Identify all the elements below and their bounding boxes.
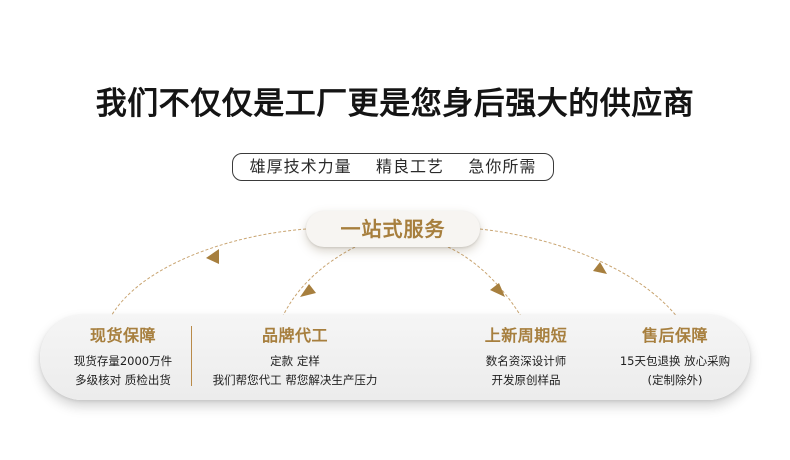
- feature-title: 售后保障: [641, 326, 708, 345]
- feature-line: 开发原创样品: [491, 373, 561, 387]
- feature-stock-guarantee: 现货保障 现货存量2000万件 多级核对 质检出货: [58, 325, 188, 390]
- arc-to-feature-4: [479, 228, 679, 319]
- feature-line: 现货存量2000万件: [73, 354, 173, 368]
- page-title: 我们不仅仅是工厂更是您身后强大的供应商: [95, 86, 695, 122]
- feature-title: 上新周期短: [484, 326, 568, 345]
- features-panel: [40, 315, 750, 400]
- arc-to-feature-2: [281, 246, 356, 319]
- feature-line: 15天包退换 放心采购: [619, 354, 731, 368]
- arrow-icon-4: [593, 262, 607, 274]
- arc-to-feature-3: [447, 246, 523, 319]
- feature-oem: 品牌代工 定款 定样 我们帮您代工 帮您解决生产压力: [200, 325, 390, 390]
- feature-short-cycle: 上新周期短 数名资深设计师 开发原创样品: [464, 325, 588, 390]
- tagline-pill: 雄厚技术力量 精良工艺 急你所需: [232, 153, 554, 181]
- arrow-icon-1: [206, 249, 219, 264]
- feature-line: 多级核对 质检出货: [75, 373, 171, 387]
- feature-line: 定款 定样: [270, 354, 320, 368]
- feature-title: 品牌代工: [261, 326, 328, 345]
- arrow-icon-2: [300, 284, 316, 297]
- feature-line: 我们帮您代工 帮您解决生产压力: [212, 373, 378, 387]
- feature-line: 数名资深设计师: [485, 354, 567, 368]
- feature-after-sales: 售后保障 15天包退换 放心采购 (定制除外): [612, 325, 738, 390]
- arc-to-feature-1: [109, 228, 307, 319]
- arrow-icon-3: [490, 283, 505, 297]
- feature-title: 现货保障: [89, 326, 156, 345]
- service-badge: 一站式服务: [306, 211, 480, 247]
- panel-divider: [191, 326, 192, 386]
- feature-line: (定制除外): [647, 373, 703, 387]
